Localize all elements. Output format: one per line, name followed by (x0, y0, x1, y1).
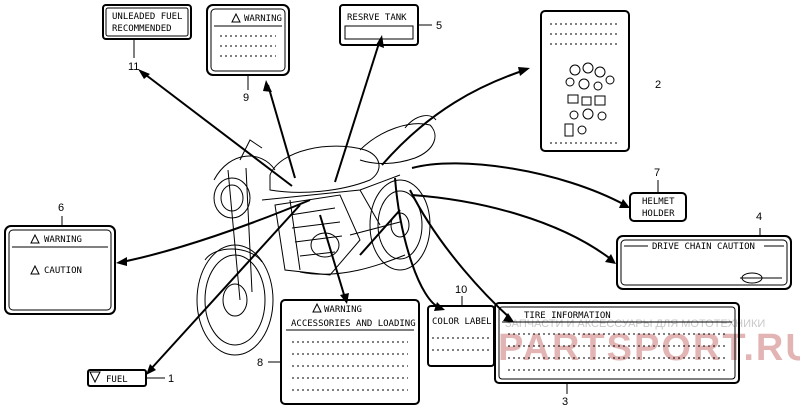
label-tire-info: TIRE INFORMATION 3 (494, 302, 740, 408)
label-drive-chain: DRIVE CHAIN CAUTION 4 (616, 211, 792, 290)
callout-8: 8 (257, 357, 263, 369)
callout-3: 3 (562, 396, 568, 408)
leader-lines (121, 39, 626, 371)
helmet-line2: HOLDER (642, 209, 675, 219)
callout-2: 2 (655, 79, 661, 91)
leader-1 (149, 204, 301, 371)
leader-6 (121, 199, 311, 263)
accessories-text: ACCESSORIES AND LOADING (291, 319, 416, 329)
motorcycle-illustration (196, 115, 437, 356)
leader-5 (334, 39, 381, 183)
leader-4 (411, 194, 613, 261)
watermark-line2: PARTSPORT.RU (498, 327, 800, 369)
unleaded-line1: UNLEADED FUEL (112, 12, 182, 22)
label-reserve-tank: RESRVE TANK 5 (339, 4, 442, 46)
callout-4: 4 (756, 211, 762, 223)
label-decal-sheet: 2 (540, 10, 661, 152)
warning-triangle-icon (231, 12, 241, 23)
chain-adjuster-icon (740, 272, 782, 284)
color-label-text: COLOR LABEL (432, 317, 492, 327)
leader-8 (319, 214, 346, 299)
unleaded-line2: RECOMMENDED (112, 24, 172, 34)
warning-triangle-left-icon (30, 233, 40, 244)
leader-9 (267, 84, 296, 179)
callout-6: 6 (58, 202, 64, 214)
warning-left-text: WARNING (44, 235, 82, 245)
callout-9: 9 (243, 92, 249, 104)
caution-left-text: CAUTION (44, 266, 82, 276)
leader-7 (411, 162, 626, 206)
label-accessories: WARNING ACCESSORIES AND LOADING 8 (257, 299, 420, 405)
label-unleaded-fuel: UNLEADED FUEL RECOMMENDED 11 (102, 4, 192, 73)
warning-top-text: WARNING (244, 14, 282, 24)
leader-3 (409, 189, 511, 319)
warning-acc-text: WARNING (324, 305, 362, 315)
label-fuel: FUEL 1 (87, 369, 174, 387)
tire-info-text: TIRE INFORMATION (524, 311, 611, 321)
callout-5: 5 (436, 20, 442, 32)
callout-10: 10 (455, 284, 467, 296)
reserve-tank-text: RESRVE TANK (347, 13, 407, 23)
arrow-heads (116, 35, 630, 375)
fuel-tank (269, 145, 380, 193)
drive-chain-text: DRIVE CHAIN CAUTION (652, 242, 755, 252)
label-helmet-holder: HELMET HOLDER 7 (629, 167, 687, 222)
warning-triangle-acc-icon (312, 302, 322, 313)
leader-2 (381, 69, 526, 166)
label-warning-left: WARNING CAUTION 6 (4, 202, 116, 315)
helmet-line1: HELMET (642, 197, 675, 207)
leader-11 (141, 71, 293, 187)
label-warning-top: WARNING 9 (206, 4, 290, 104)
fuel-triangle-icon (89, 371, 101, 384)
caution-triangle-icon (30, 264, 40, 275)
callout-1: 1 (168, 373, 174, 385)
label-color: COLOR LABEL 10 (427, 284, 495, 367)
watermark-line1: ЗАПЧАСТИ И АКСЕССУАРЫ ДЛЯ МОТОТЕХНИКИ (505, 318, 765, 330)
engine (274, 194, 361, 276)
fuel-text: FUEL (106, 375, 128, 385)
decal-pictograms-icon (564, 62, 615, 137)
leader-10 (394, 177, 441, 309)
callout-11: 11 (128, 61, 139, 73)
callout-7: 7 (654, 167, 660, 179)
